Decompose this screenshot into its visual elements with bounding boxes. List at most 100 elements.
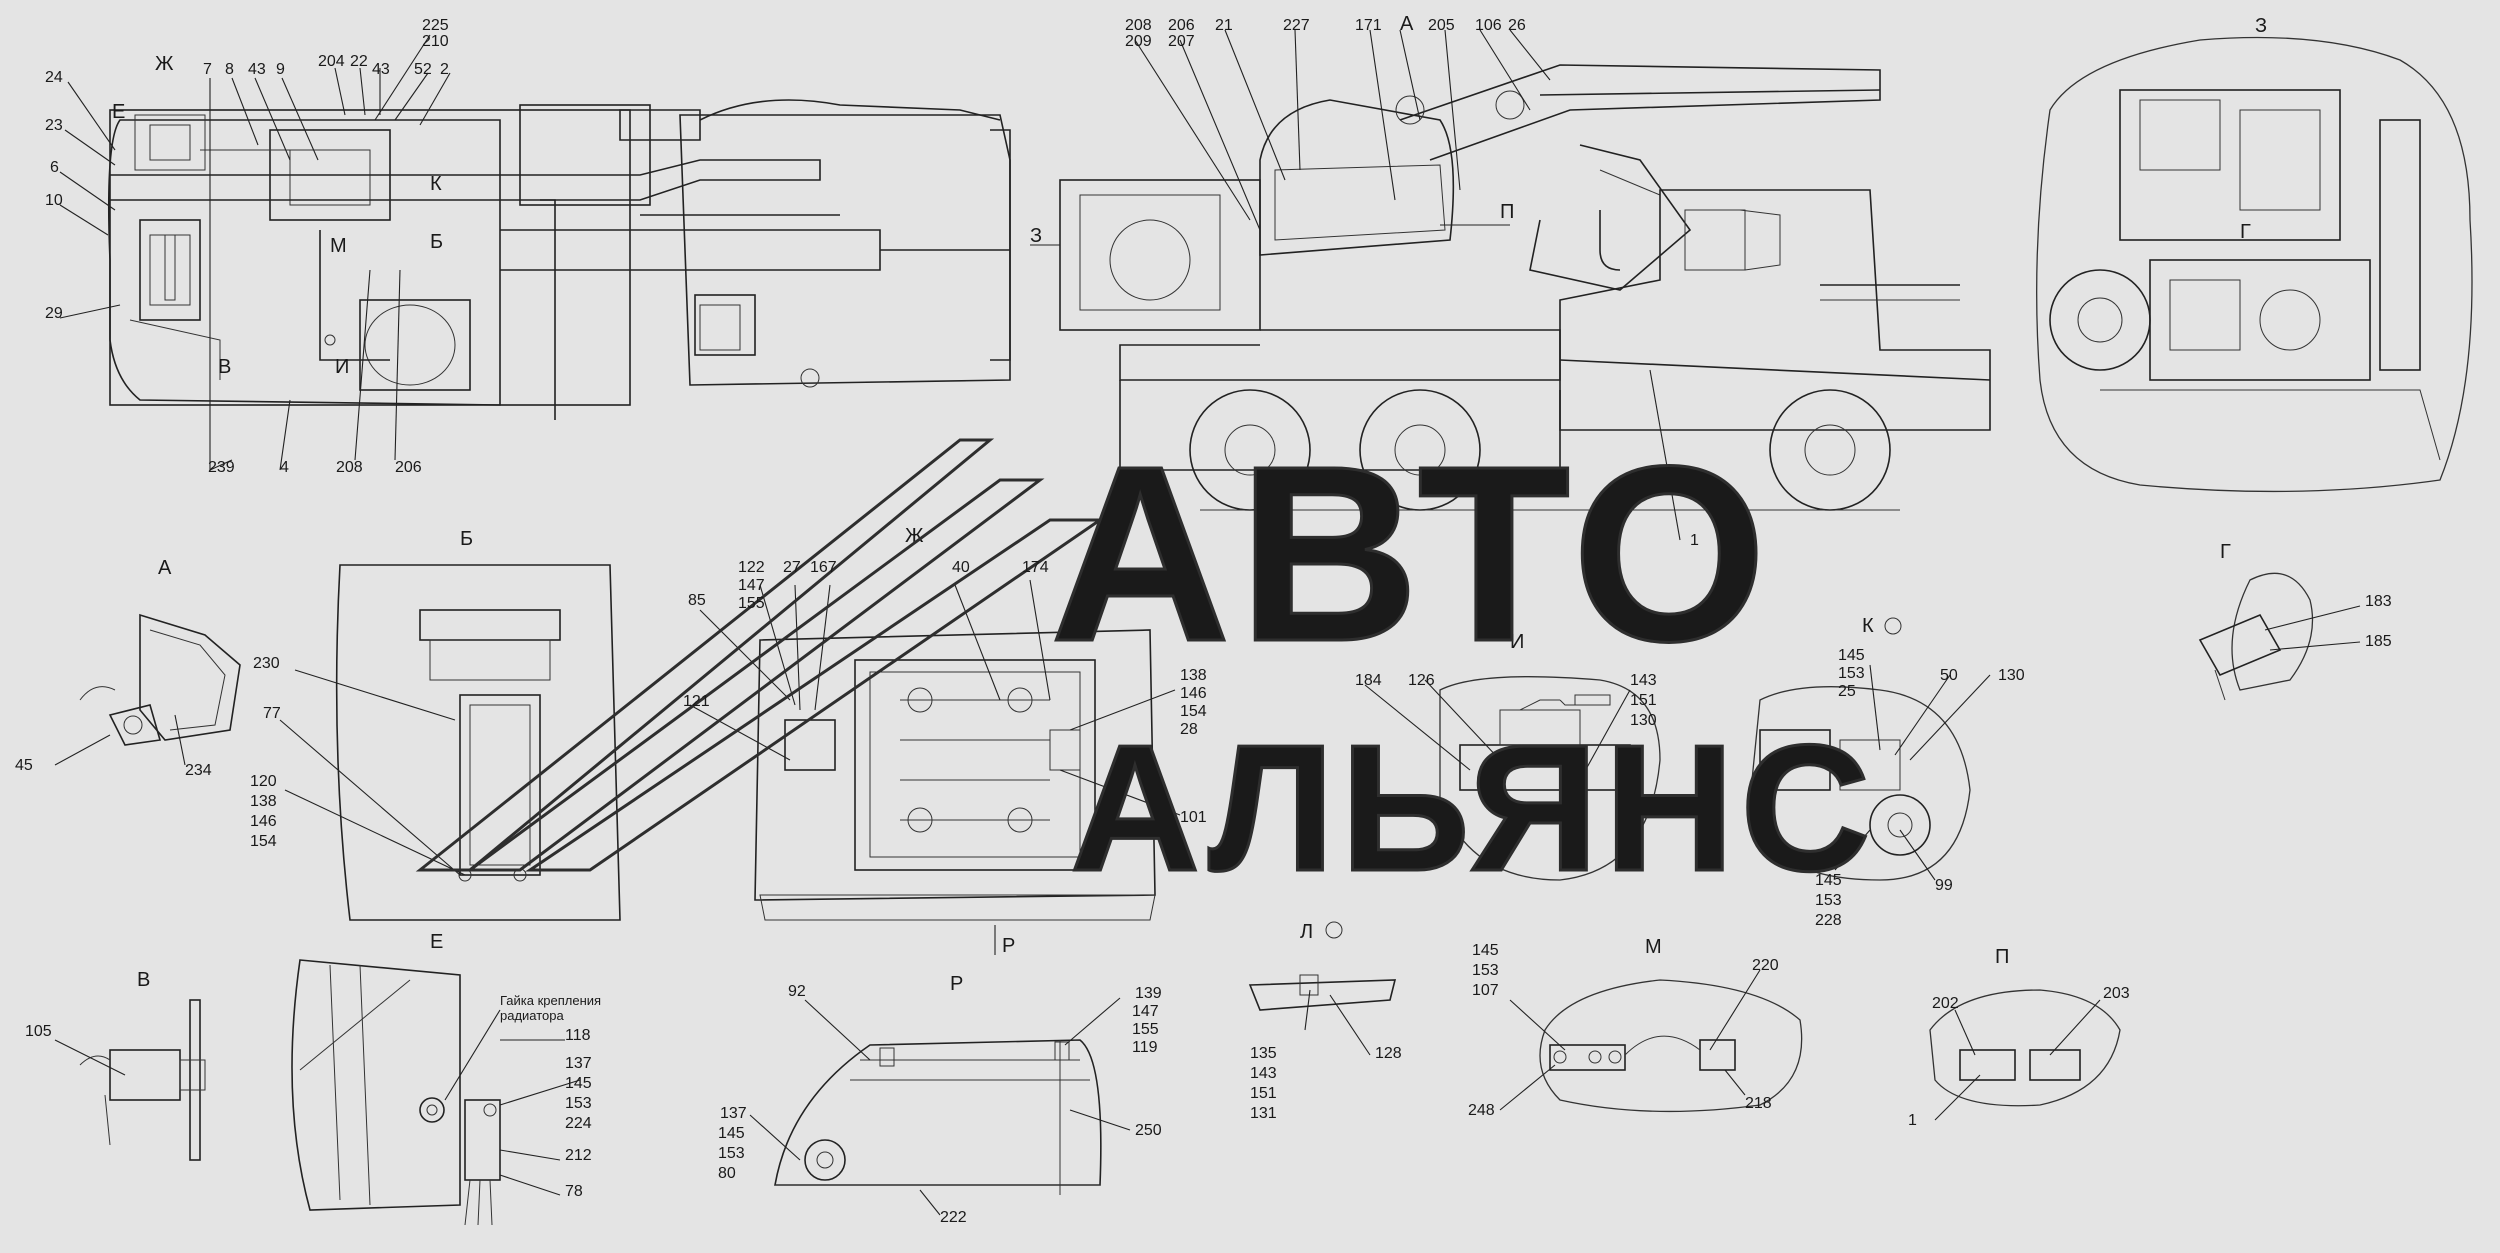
callout-99: 183 [2365,593,2392,610]
callout-207: 207 [1168,33,1195,50]
callout-numbers: 24 23 6 10 29 7 8 43 9 204 22 43 225 210… [15,17,2392,1226]
callout-29: 29 [45,305,63,322]
view-label-e-marker: Е [112,101,125,123]
view-r-detail: Р [749,973,1131,1216]
callout-130a: 145 [1838,647,1865,664]
view-l-detail: Л [1248,921,1397,1056]
callout-131: 145 [1472,942,1499,959]
view-i-detail: И [1364,631,1661,881]
callout-105: 118 [565,1027,591,1044]
callout-234: 234 [185,762,212,779]
callout-147b: 155 [1132,1021,1159,1038]
view-label-a-marker: А [1400,13,1414,35]
view-label-zh: Ж [905,525,924,547]
callout-21: 21 [1215,17,1233,34]
view-k-detail: К [1749,615,1991,881]
callout-145b: 153 [1815,892,1842,909]
note-line1: Гайка крепления [500,993,601,1008]
callout-128: 135 [1250,1045,1277,1062]
callout-78: 92 [788,983,806,1000]
view-label-zh-marker: Ж [155,53,174,75]
view-label-b-marker: Б [430,231,443,253]
view-label-v: В [137,969,150,991]
callout-151b: 131 [1250,1105,1277,1122]
callout-210: 210 [422,33,449,50]
callout-203: 1 [1908,1112,1917,1129]
callout-43b: 43 [372,61,390,78]
view-label-v-marker: В [218,356,231,378]
callout-204: 204 [318,53,345,70]
callout-130b: 145 [1815,872,1842,889]
callout-118: 137 [565,1055,592,1072]
callout-52: 52 [414,61,432,78]
callout-227: 227 [1283,17,1310,34]
note-line2: радиатора [500,1008,565,1023]
callout-50: 130 [1998,667,2025,684]
callout-145a: 153 [1838,665,1865,682]
callout-122: 122 [738,559,765,576]
chassis-plan-view: Ж Е К Б В И М [59,34,1011,471]
view-label-m-marker: М [330,235,347,257]
view-label-b: Б [460,528,473,550]
callout-248: 218 [1745,1095,1772,1112]
callout-153b: 228 [1815,912,1842,929]
callout-7: 7 [203,61,212,78]
view-label-i: И [1510,631,1524,653]
callout-77: 77 [263,705,281,722]
callout-80: 250 [1135,1122,1162,1139]
view-e-detail: Е [291,931,581,1226]
callout-147a: 147 [738,577,765,594]
callout-154a: 154 [250,833,277,850]
callout-239: 239 [208,459,235,476]
view-m-detail: М [1499,936,1803,1113]
truck-side-view: А П З [1030,13,1991,541]
callout-155b: 119 [1132,1039,1158,1056]
callout-145c: 153 [565,1095,592,1112]
callout-228: 99 [1935,877,1953,894]
callout-135: 143 [1250,1065,1277,1082]
view-b-detail: Б [279,528,621,921]
callout-138a: 138 [250,793,277,810]
view-p-detail: П [1929,946,2121,1121]
callout-208b: 208 [1125,17,1152,34]
callout-139: 147 [1132,1003,1159,1020]
view-label-m: М [1645,936,1662,958]
view-label-i-marker: И [335,356,349,378]
view-label-k: К [1862,615,1874,637]
callout-27: 167 [810,559,837,576]
callout-146b: 154 [1180,703,1207,720]
callout-24: 24 [45,69,63,86]
view-v-detail: В [54,969,206,1161]
view-label-z-marker: З [1030,225,1042,247]
callout-23: 23 [45,117,63,134]
callout-184: 126 [1408,672,1435,689]
view-z-engine: Г З [2036,15,2473,493]
callout-174: 121 [683,693,710,710]
callout-206b: 206 [1168,17,1195,34]
callout-153c: 224 [565,1115,592,1132]
callout-143b: 151 [1250,1085,1277,1102]
callout-92: 139 [1135,985,1162,1002]
callout-9: 9 [276,61,285,78]
callout-120: 120 [250,773,277,790]
callout-101: 184 [1355,672,1382,689]
callout-2: 2 [440,61,449,78]
callout-138b: 146 [1180,685,1207,702]
callout-1: 1 [1690,532,1699,549]
callout-222: 128 [1375,1045,1402,1062]
callout-202: 203 [2103,985,2130,1002]
callout-40: 174 [1022,559,1049,576]
callout-146a: 146 [250,813,277,830]
callout-145d: 153 [718,1145,745,1162]
view-g-detail: Г [2198,541,2361,701]
callout-10: 10 [45,192,63,209]
view-label-e: Е [430,931,443,953]
callout-143a: 151 [1630,692,1657,709]
callout-145e: 153 [1472,962,1499,979]
callout-185: 105 [25,1023,52,1040]
callout-85: 85 [688,592,706,609]
view-a-detail: А [54,557,241,766]
callout-220: 248 [1468,1102,1495,1119]
callout-137b: 145 [718,1125,745,1142]
callout-154b: 28 [1180,721,1198,738]
